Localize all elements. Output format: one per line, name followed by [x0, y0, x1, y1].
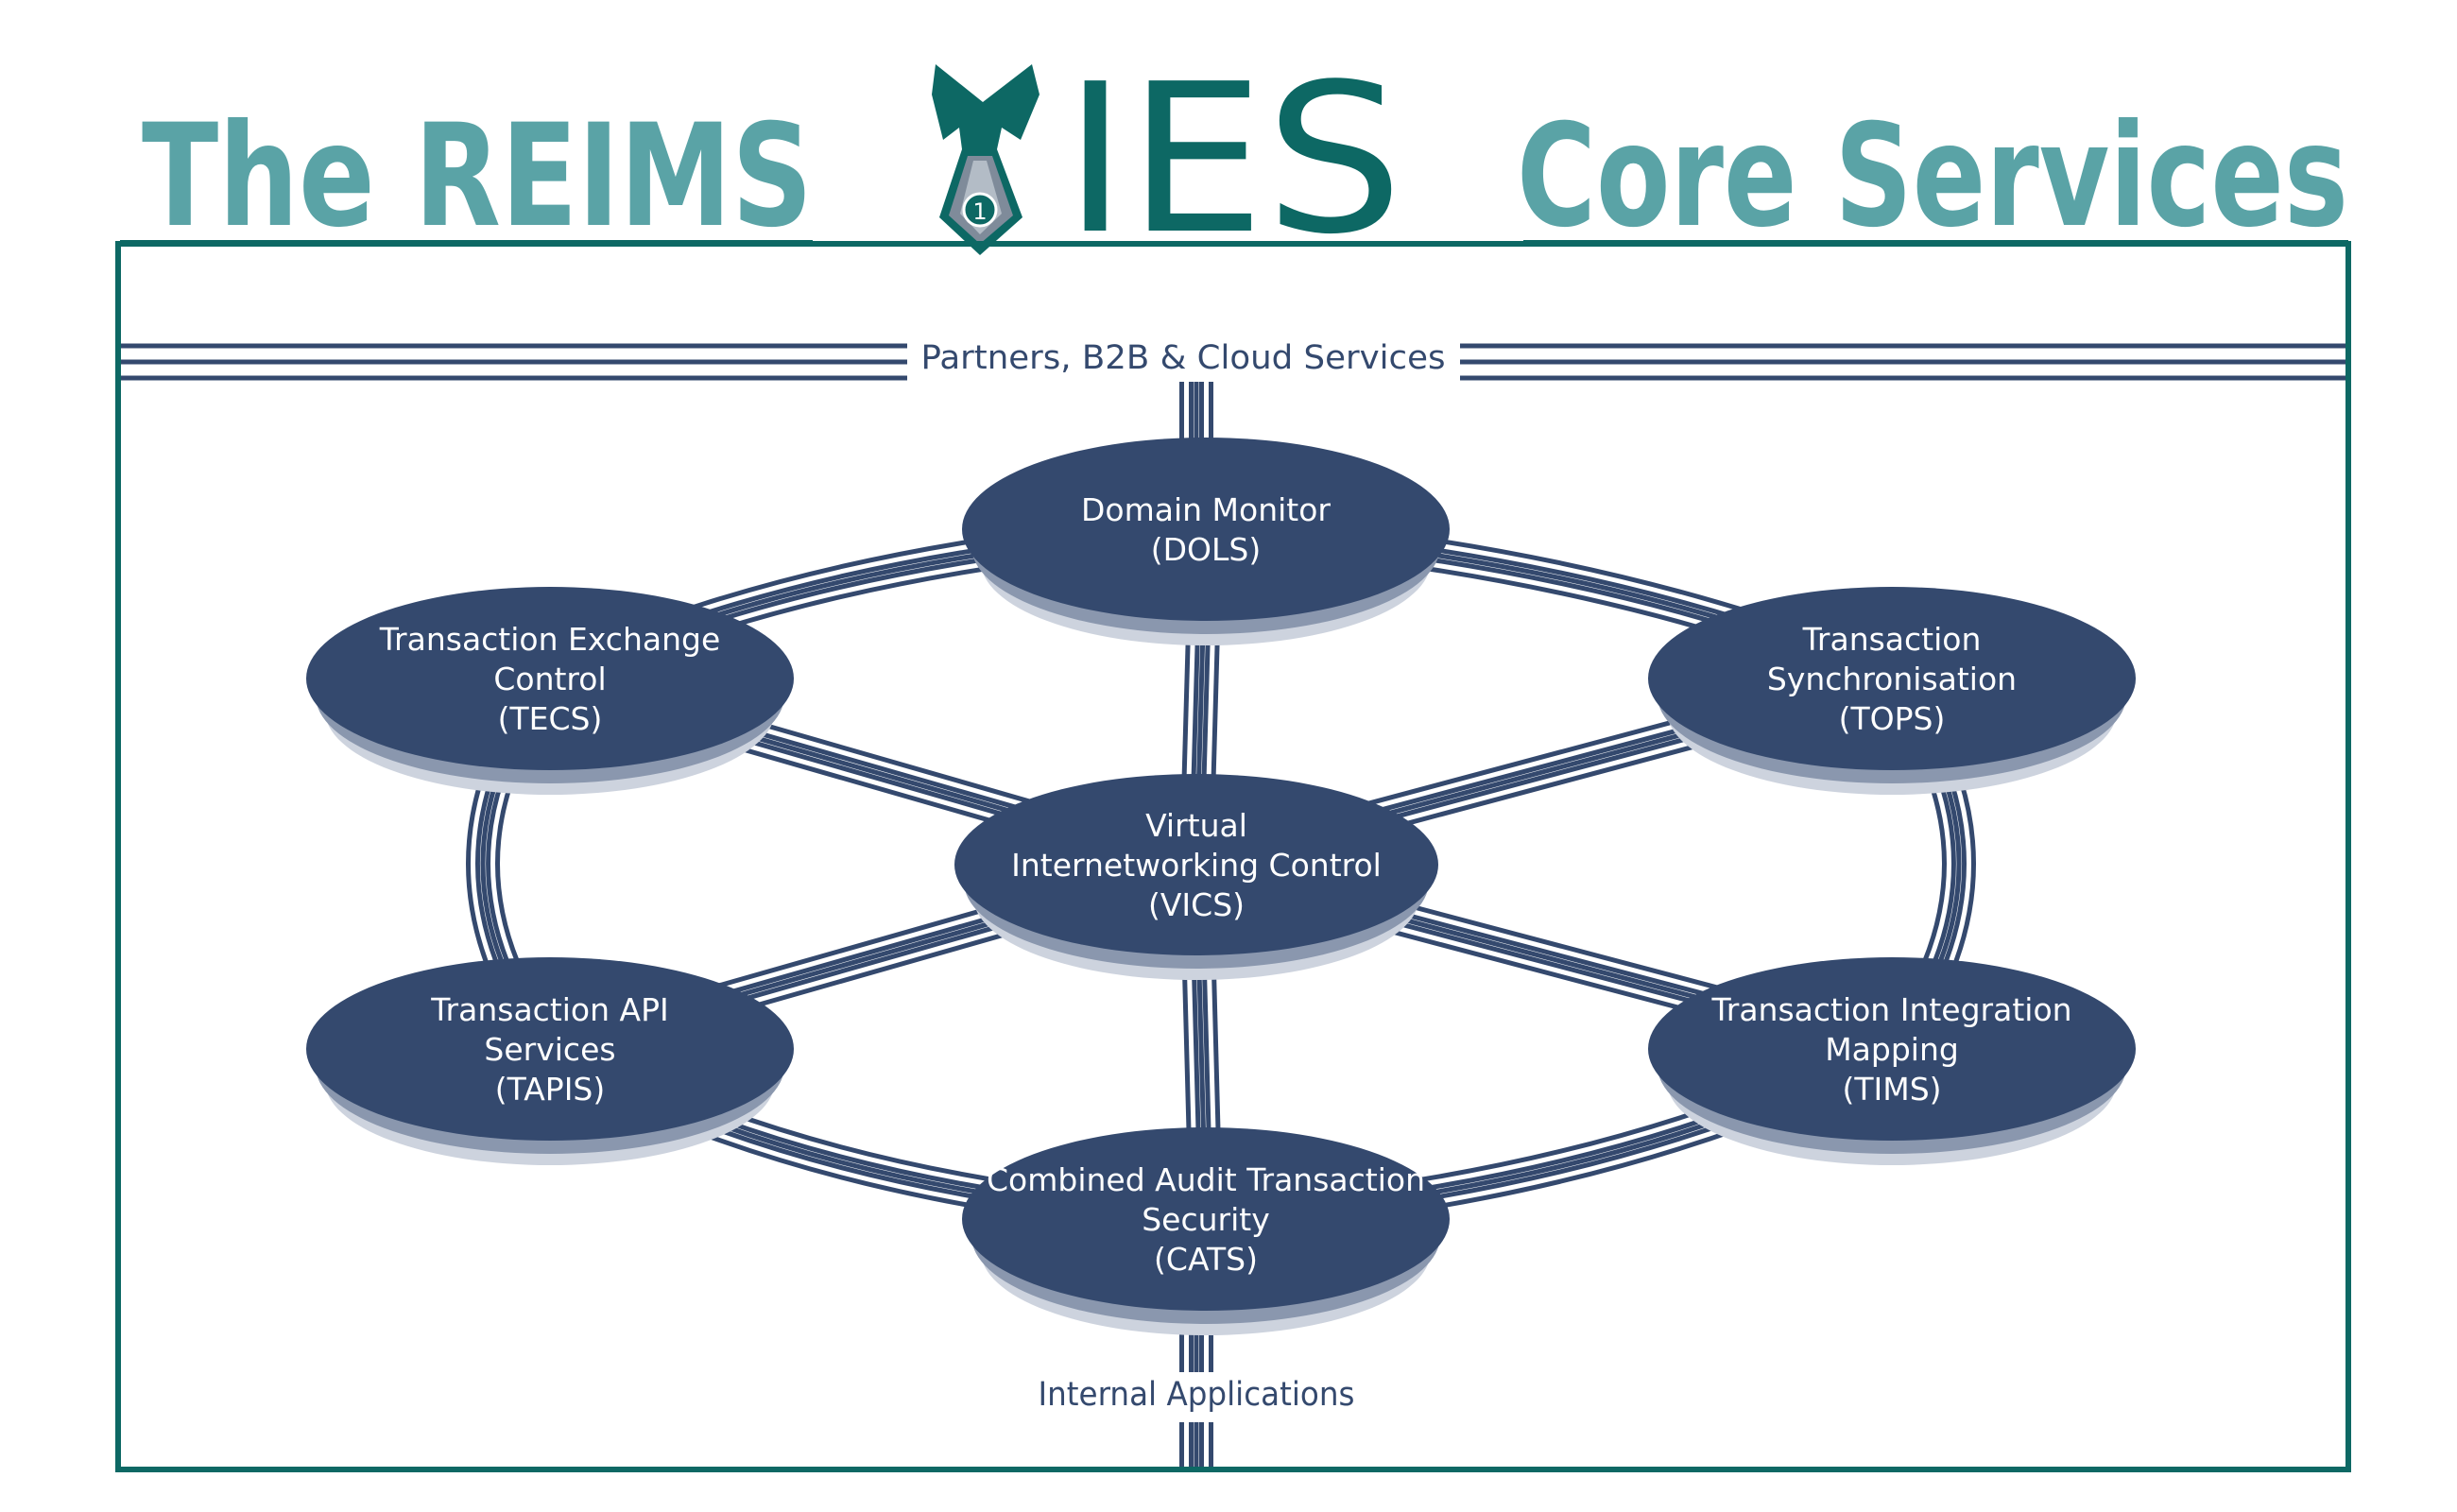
tie-badge-number: 1: [972, 198, 987, 225]
diagram-frame: [115, 241, 2351, 1472]
node-label-line: Transaction Exchange: [379, 621, 721, 658]
node-label-line: Security: [1142, 1201, 1270, 1238]
header: The REIMS 1 IES Core Services: [120, 41, 2348, 280]
node-shape: [1648, 587, 2136, 770]
node-label-line: (TAPIS): [495, 1071, 606, 1108]
node-label-line: (DOLS): [1151, 531, 1261, 568]
node-label-line: (VICS): [1148, 886, 1245, 923]
logo-text: IES: [1063, 41, 1403, 280]
node-label-line: (TECS): [498, 700, 603, 737]
node-label-line: Transaction: [1802, 621, 1982, 658]
node-label-line: Combined Audit Transaction: [987, 1161, 1425, 1198]
node-shape: [954, 774, 1438, 955]
node-label-line: Transaction API: [430, 991, 668, 1028]
node-label-line: (CATS): [1154, 1241, 1258, 1278]
node-label-line: Services: [484, 1031, 615, 1068]
node-shape: [306, 587, 794, 770]
node-label-line: (TOPS): [1839, 700, 1946, 737]
node-label-line: Synchronisation: [1767, 661, 2017, 697]
node-label-line: (TIMS): [1842, 1071, 1941, 1108]
node-label-line: Control: [493, 661, 606, 697]
top-external-label: Partners, B2B & Cloud Services: [921, 339, 1446, 377]
node-shape: [1648, 957, 2136, 1141]
node-shape: [962, 1127, 1450, 1311]
title-right: Core Services: [1517, 94, 2348, 259]
top-external-bus: Partners, B2B & Cloud Services: [121, 339, 2345, 381]
node-label-line: Virtual: [1145, 807, 1247, 844]
node-shape: [962, 438, 1450, 621]
node-label-line: Internetworking Control: [1011, 847, 1382, 884]
node-shape: [306, 957, 794, 1141]
service-nodes: Domain Monitor(DOLS) Transaction Exchange…: [306, 438, 2136, 1335]
node-label-line: Mapping: [1825, 1031, 1959, 1068]
tie-icon: 1: [932, 64, 1040, 255]
title-left: The REIMS: [142, 94, 813, 259]
tie-badge: [962, 192, 998, 228]
node-label-line: Transaction Integration: [1710, 991, 2071, 1028]
node-label-line: Domain Monitor: [1081, 491, 1331, 528]
node-dols: Domain Monitor(DOLS): [962, 438, 1450, 645]
bottom-external-label: Internal Applications: [1039, 1376, 1355, 1414]
